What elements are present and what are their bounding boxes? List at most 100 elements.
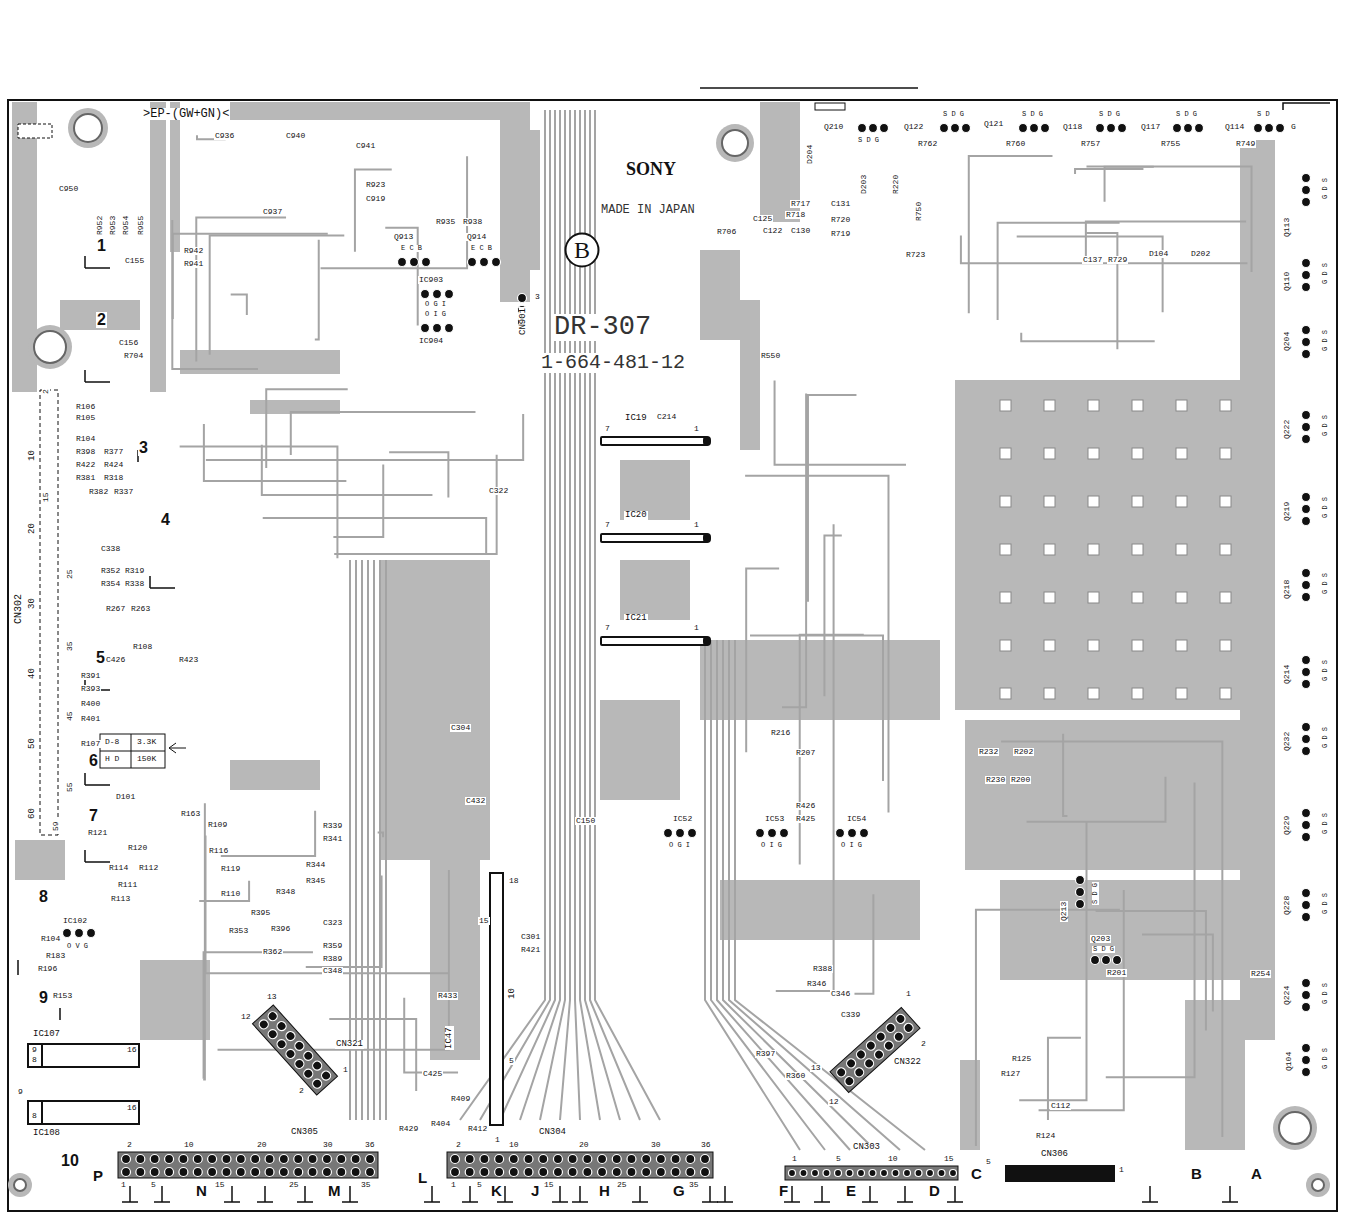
part-label: 10: [508, 987, 517, 1000]
pin-pad: [433, 290, 442, 299]
clearance-pad: [1132, 496, 1143, 507]
pin-pad: [279, 1168, 288, 1177]
copper-trace: [321, 156, 468, 268]
copper-trace: [206, 835, 449, 973]
part-name: IC108: [32, 1129, 61, 1138]
pin-pad: [465, 1168, 474, 1177]
clearance-pad: [1176, 544, 1187, 555]
pin-pad: [568, 1155, 577, 1164]
part-label: 45: [66, 710, 74, 722]
pin-pad: [855, 1048, 868, 1061]
copper-trace: [520, 110, 560, 1120]
callout-label: 3: [138, 440, 149, 456]
part-label: 40: [28, 667, 37, 680]
part-label: R338: [124, 580, 145, 588]
pin-pad: [846, 1170, 853, 1177]
pin-pad: [642, 1155, 651, 1164]
copper-area: [620, 560, 690, 620]
part-name: IC20: [624, 511, 648, 520]
part-label: R377: [103, 448, 124, 456]
pin-pad: [927, 1170, 934, 1177]
part-label: 5: [508, 1057, 515, 1065]
pin-pad: [1302, 1003, 1311, 1012]
callout-label: J: [530, 1183, 540, 1198]
part-label: IC903: [418, 276, 444, 284]
connector-cn303: [785, 1166, 958, 1180]
part-label: R718: [785, 211, 806, 219]
edge-tick: [424, 1186, 440, 1202]
copper-area: [230, 102, 500, 120]
hole: [74, 114, 102, 142]
fiducial-box: [18, 124, 52, 138]
connector-body: [830, 1007, 920, 1092]
clearance-pad: [1044, 448, 1055, 459]
part-label: R393: [80, 685, 101, 693]
clearance-pad: [1000, 448, 1011, 459]
part-label: C432: [465, 797, 486, 805]
part-label: Q117: [1140, 123, 1161, 131]
part-label: 15: [214, 1181, 226, 1189]
copper-trace: [1086, 233, 1117, 349]
clearance-pad: [1220, 688, 1231, 699]
part-label: C346: [830, 990, 851, 998]
pin-pad: [1302, 186, 1311, 195]
copper-area: [700, 250, 740, 340]
hole: [1279, 1112, 1311, 1144]
part-label: R106: [75, 403, 96, 411]
connector-bar: CN306: [1005, 1165, 1115, 1182]
part-label: C155: [124, 257, 145, 265]
pin-pad: [951, 124, 960, 133]
callout-label: H: [598, 1183, 611, 1198]
pin-pad: [293, 1057, 306, 1070]
part-label: Q110: [1283, 271, 1291, 292]
part-label: R341: [322, 835, 343, 843]
part-label: C156: [118, 339, 139, 347]
part-label: D-8: [104, 738, 120, 746]
cn302-outline: [40, 390, 58, 835]
pin-pad: [311, 1077, 324, 1090]
part-label: 30: [322, 1141, 334, 1149]
pin-pad: [686, 1155, 695, 1164]
copper-trace: [180, 446, 338, 558]
pin-pad: [539, 1155, 548, 1164]
pin-pad: [302, 1067, 315, 1080]
part-label: R433: [437, 992, 458, 1000]
part-label: R319: [124, 567, 145, 575]
pin-pad: [1302, 283, 1311, 292]
pin-pad: [1302, 581, 1311, 590]
copper-trace: [1001, 742, 1222, 1138]
part-label: 13: [266, 993, 278, 1001]
part-label: 20: [28, 522, 37, 535]
part-label: R398: [75, 448, 96, 456]
part-label: 1: [791, 1155, 798, 1163]
ic-outline: IC107: [27, 1043, 140, 1068]
pin-pad: [266, 1010, 279, 1023]
pin-pad: [1302, 1044, 1311, 1053]
part-label: R749: [1235, 140, 1256, 148]
pin-pad: [222, 1155, 231, 1164]
pin-pad: [940, 124, 949, 133]
pin-pad: [308, 1168, 317, 1177]
part-label: R112: [138, 864, 159, 872]
part-label: 3: [534, 293, 541, 301]
pin-pad: [892, 1030, 905, 1043]
part-label: R381: [75, 474, 96, 482]
copper-trace: [262, 445, 433, 495]
copper-trace: [969, 156, 1053, 313]
pin-pad: [208, 1155, 217, 1164]
part-label: G D S: [1322, 892, 1329, 915]
pin-pad: [676, 829, 685, 838]
part-label: R941: [183, 260, 204, 268]
pin-pad: [150, 1168, 159, 1177]
part-label: R550: [760, 352, 781, 360]
part-label: C919: [365, 195, 386, 203]
part-label: C150: [575, 817, 596, 825]
callout-leaders: [18, 256, 175, 1020]
pin-pad: [422, 258, 431, 267]
part-label: R354: [100, 580, 121, 588]
part-label: R729: [1107, 256, 1128, 264]
part-label: 30: [650, 1141, 662, 1149]
part-label: 1: [450, 1181, 457, 1189]
edge-notch: [1283, 103, 1330, 110]
copper-trace: [355, 169, 392, 251]
